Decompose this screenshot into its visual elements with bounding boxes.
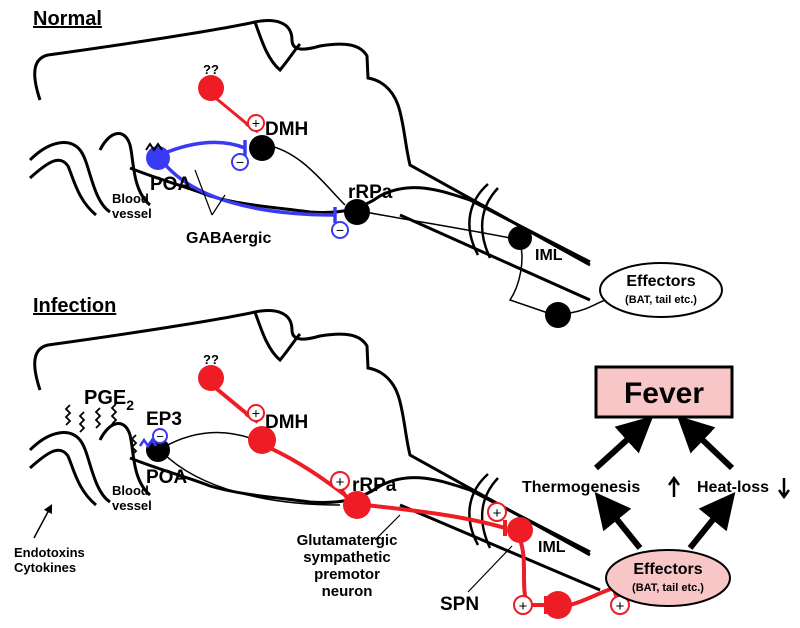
heat-loss-label: Heat-loss: [697, 479, 769, 496]
infection-brain-underside: [129, 456, 591, 554]
normal-gaba-label: GABAergic: [186, 230, 271, 247]
infection-rrpa-label: rRPa: [352, 475, 397, 496]
premotor-label-4: neuron: [322, 583, 373, 600]
normal-effectors-sub: (BAT, tail etc.): [625, 294, 697, 306]
normal-brain-underside: [129, 166, 591, 264]
gaba-pointer-lines: [194, 169, 226, 216]
fever-arrows: [593, 415, 736, 550]
infection-blood-vessel: [28, 422, 152, 507]
fever-label: Fever: [624, 377, 704, 410]
normal-poa-neuron: [146, 146, 170, 170]
normal-brain-notch: [253, 21, 302, 73]
infection-unknown-neuron: [198, 365, 224, 391]
normal-blood-label-2: vessel: [112, 206, 152, 221]
infection-title: Infection: [33, 295, 116, 317]
fever-box: [594, 365, 734, 419]
svg-text:+: +: [252, 405, 260, 421]
svg-text:+: +: [616, 598, 625, 615]
normal-gaba-paths: [158, 140, 337, 223]
infection-minus-sign: −: [152, 428, 168, 444]
endotoxins-label: Endotoxins: [14, 545, 85, 560]
svg-text:+: +: [252, 115, 260, 131]
normal-plus-sign: +: [247, 114, 265, 132]
heat-loss-down-icon: [777, 478, 791, 500]
spn-label: SPN: [440, 594, 479, 615]
normal-minus-sign-rrpa: −: [331, 221, 349, 239]
infection-plus-sign-iml: +: [487, 502, 507, 522]
thermogenesis-label: Thermogenesis: [522, 479, 640, 496]
infection-iml-label: IML: [538, 539, 566, 556]
infection-ganglion-neuron: [544, 591, 572, 619]
normal-rrpa-neuron: [344, 199, 370, 225]
infection-effectors-box: [605, 549, 731, 607]
infection-rrpa-neuron: [343, 491, 371, 519]
normal-dmh-label: DMH: [265, 119, 308, 140]
svg-text:+: +: [336, 474, 345, 491]
infection-brain-outline: [33, 309, 591, 557]
normal-poa-label: POA: [150, 174, 191, 195]
infection-effectors-label: Effectors: [633, 561, 702, 578]
infection-iml-neuron: [507, 517, 533, 543]
infection-pointer-lines: [374, 514, 513, 593]
pge-label: PGE2: [84, 387, 134, 413]
infection-effectors-sub: (BAT, tail etc.): [632, 582, 704, 594]
thermogenesis-up-icon: [667, 475, 681, 497]
svg-text:−: −: [156, 429, 164, 444]
normal-blood-label-1: Blood: [112, 191, 149, 206]
pge-wavy-lines: [64, 403, 138, 456]
normal-poa-receptor-icon: [145, 142, 163, 152]
normal-unknown-neuron: [198, 75, 224, 101]
infection-unknown-label: ??: [203, 352, 219, 367]
normal-panel: Normal: [28, 8, 723, 328]
infection-plus-sign-ganglion: +: [513, 595, 533, 615]
premotor-label-1: Glutamatergic: [297, 532, 398, 549]
normal-iml-label: IML: [535, 247, 563, 264]
infection-blood-label-2: vessel: [112, 498, 152, 513]
infection-thin-paths: [161, 431, 341, 506]
normal-spinal-lower: [399, 213, 591, 302]
normal-dmh-neuron: [249, 135, 275, 161]
normal-minus-sign-dmh: −: [231, 153, 249, 171]
infection-spinal-lower: [399, 503, 601, 592]
normal-rrpa-label: rRPa: [348, 182, 393, 203]
infection-plus-sign-dmh: +: [247, 404, 265, 422]
svg-text:+: +: [519, 598, 528, 615]
premotor-label-2: sympathetic: [303, 549, 391, 566]
cytokines-label: Cytokines: [14, 560, 76, 575]
normal-unknown-label: ??: [203, 62, 219, 77]
infection-blood-label-1: Blood: [112, 483, 149, 498]
normal-cut-marks: [468, 183, 499, 259]
normal-title: Normal: [33, 8, 102, 30]
infection-poa-label: POA: [146, 467, 187, 488]
ep3-label: EP3: [146, 409, 182, 430]
infection-poa-neuron: [146, 438, 170, 462]
svg-text:−: −: [336, 222, 344, 238]
normal-effectors-label: Effectors: [626, 273, 695, 290]
infection-dmh-label: DMH: [265, 412, 308, 433]
infection-panel: Infection: [14, 295, 791, 619]
normal-blood-vessel: [28, 132, 152, 217]
normal-brain-outline: [33, 19, 591, 267]
svg-text:+: +: [493, 505, 502, 522]
normal-iml-neuron: [508, 226, 532, 250]
infection-brain-notch: [253, 311, 302, 363]
ep3-receptor-icon: [138, 437, 158, 449]
infection-dmh-neuron: [248, 426, 276, 454]
premotor-label-3: premotor: [314, 566, 380, 583]
svg-text:−: −: [236, 154, 244, 170]
normal-ganglion-neuron: [545, 302, 571, 328]
endotoxin-arrow: [33, 504, 53, 539]
infection-plus-sign-rrpa: +: [330, 471, 350, 491]
normal-effectors-box: [599, 262, 723, 318]
infection-cut-marks: [468, 473, 499, 549]
